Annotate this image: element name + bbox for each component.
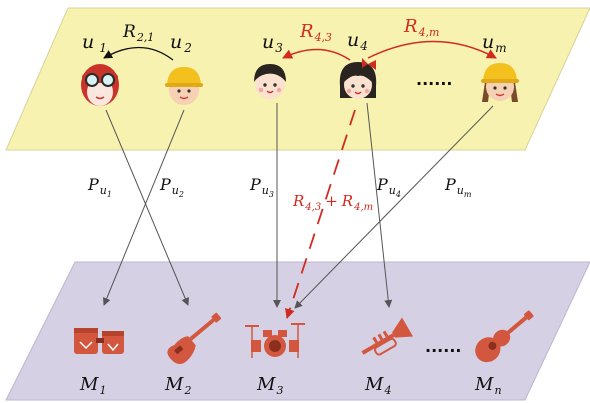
label-pu1: Pu1: [87, 175, 112, 199]
label-r4m: R4,m: [403, 16, 440, 39]
trumpet-icon: [361, 317, 414, 356]
label-u3: u3: [262, 31, 283, 55]
items-ellipsis: ......: [425, 337, 461, 356]
label-m3: M3: [256, 374, 283, 397]
label-pu3: Pu3: [249, 175, 274, 199]
label-pum: Pum: [444, 175, 472, 199]
acoustic-guitar-icon: [475, 310, 534, 363]
label-pu4: Pu4: [376, 175, 401, 199]
user-plane: [5, 7, 590, 151]
edge-r4m: [367, 40, 497, 59]
label-m4: M4: [364, 374, 391, 397]
edge-um-m3: [294, 105, 494, 309]
edge-combined-u4-m3: [285, 109, 356, 319]
label-r21: R2,1: [122, 22, 154, 44]
boy-avatar-icon: [254, 64, 286, 99]
label-um: um: [482, 31, 507, 55]
electric-guitar-icon: [167, 312, 222, 365]
label-mn: Mn: [474, 374, 502, 397]
girl-avatar-icon: [339, 58, 377, 99]
edge-r21: [103, 46, 174, 61]
hardhat-boy-avatar-icon: [165, 67, 203, 105]
users-ellipsis: ......: [416, 70, 452, 89]
label-m2: M2: [164, 374, 191, 397]
edge-r43: [282, 48, 351, 61]
bongo-drums-icon: [74, 328, 124, 354]
label-combined-relation: R4,3+R4,m: [292, 192, 373, 213]
label-m1: M1: [79, 374, 106, 397]
label-pu2: Pu2: [159, 175, 184, 199]
label-r43: R4,3: [299, 21, 332, 44]
pilot-avatar-icon: [81, 64, 119, 106]
edge-u1-m2: [105, 109, 189, 306]
drum-kit-icon: [245, 323, 305, 358]
label-u4: u4: [347, 29, 368, 53]
edge-u2-m1: [102, 109, 185, 306]
edge-u4-m4: [366, 102, 393, 308]
hat-girl-avatar-icon: [481, 63, 519, 102]
